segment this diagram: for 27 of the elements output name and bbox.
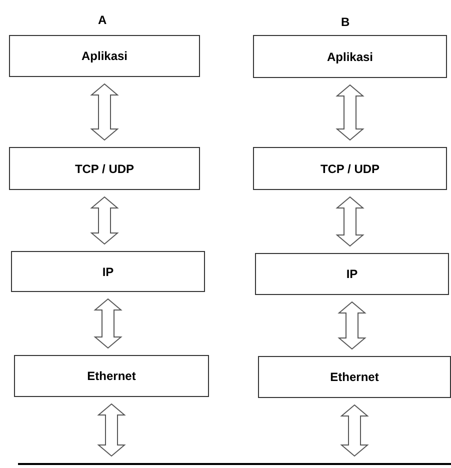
layer-name: IP — [346, 266, 358, 283]
double-arrow — [338, 301, 366, 350]
double-arrow — [336, 196, 364, 247]
double-arrow — [90, 83, 119, 141]
layer-name: Ethernet — [330, 369, 379, 386]
layer-box — [253, 35, 447, 78]
network-line — [18, 463, 451, 465]
layer-box — [253, 147, 447, 190]
layer-box — [9, 147, 200, 190]
column-heading: B — [341, 14, 350, 31]
layer-box — [255, 253, 449, 295]
layer-box — [11, 251, 205, 292]
double-arrow — [94, 298, 122, 349]
layer-box — [14, 355, 209, 397]
layer-name: TCP / UDP — [320, 160, 380, 178]
layer-name: IP — [102, 264, 114, 280]
layer-box — [258, 356, 451, 398]
double-arrow — [97, 403, 126, 457]
double-arrow — [340, 404, 369, 457]
layer-name: Aplikasi — [326, 48, 374, 66]
layer-name: TCP / UDP — [74, 160, 134, 178]
double-arrow — [90, 196, 119, 245]
double-arrow — [336, 84, 364, 141]
layer-name: Aplikasi — [81, 48, 128, 65]
layer-box — [9, 35, 200, 77]
column-heading: A — [98, 12, 107, 29]
layer-name: Ethernet — [87, 368, 136, 385]
